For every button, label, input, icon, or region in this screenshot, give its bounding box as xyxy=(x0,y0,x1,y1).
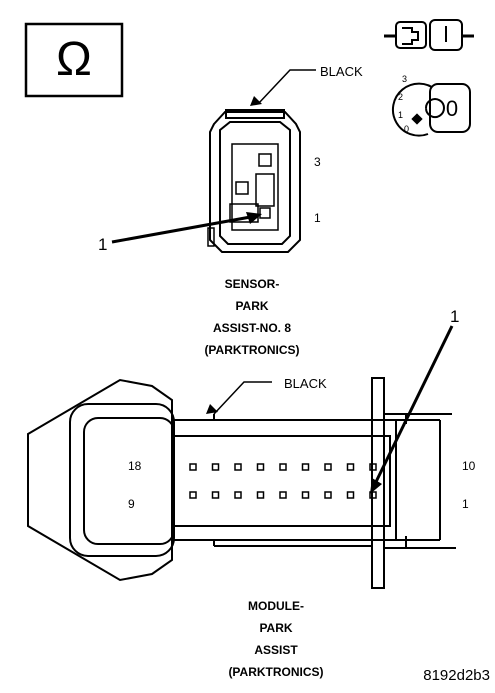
figure-id: 8192d2b3 xyxy=(423,667,490,684)
pin-cavity xyxy=(234,491,242,499)
pin-cavity xyxy=(211,491,220,499)
module-pin-18: 18 xyxy=(128,459,142,473)
ohm-symbol: Ω xyxy=(56,33,92,86)
pin-cavity xyxy=(346,463,355,471)
pin-cavity xyxy=(346,491,355,499)
arrowhead xyxy=(246,212,262,224)
sensor-connector xyxy=(207,109,301,253)
module-title-line-3: ASSIST xyxy=(254,643,298,657)
pin-cavity xyxy=(256,463,265,471)
pin-cavity xyxy=(279,463,287,471)
sensor-title-line-4: (PARKTRONICS) xyxy=(204,343,299,357)
arrowhead xyxy=(206,404,218,414)
sensor-wire-color: BLACK xyxy=(320,64,363,79)
key-position-1: 1 xyxy=(398,110,403,120)
sensor-callout: 1 xyxy=(98,235,107,254)
module-pin-1: 1 xyxy=(462,497,469,511)
pin-cavity xyxy=(211,463,220,471)
key-position-3: 3 xyxy=(402,74,407,84)
sensor-pin-3: 3 xyxy=(314,155,321,169)
connector-key-icon xyxy=(384,19,474,51)
pin-cavity xyxy=(301,491,310,499)
sensor-title-line-1: SENSOR- xyxy=(225,277,280,291)
pin-cavity xyxy=(234,463,242,471)
module-title-line-2: PARK xyxy=(259,621,292,635)
pin-cavity xyxy=(189,491,197,499)
module-title-line-4: (PARKTRONICS) xyxy=(228,665,323,679)
pin-cavity xyxy=(189,463,197,471)
pin-cavity xyxy=(369,463,377,471)
pin-cavity xyxy=(301,463,310,471)
arrowhead xyxy=(250,96,262,106)
module-pin-9: 9 xyxy=(128,497,135,511)
module-pin-10: 10 xyxy=(462,459,476,473)
key-value: 0 xyxy=(446,96,458,121)
arrowhead xyxy=(370,478,382,494)
pin-cavity xyxy=(256,491,265,499)
ohmmeter-icon xyxy=(24,22,124,98)
pin-cavity xyxy=(324,491,332,499)
sensor-pin-1: 1 xyxy=(314,211,321,225)
pin-cavity xyxy=(369,491,377,499)
key-position-2: 2 xyxy=(398,92,403,102)
module-title-line-1: MODULE- xyxy=(248,599,304,613)
module-wire-color: BLACK xyxy=(284,376,327,391)
pin-cavity xyxy=(324,463,332,471)
pin-cavity xyxy=(279,491,287,499)
module-callout: 1 xyxy=(450,307,459,326)
key-position-0: 0 xyxy=(404,124,409,134)
module-pin-cavities xyxy=(189,463,377,499)
sensor-title-line-2: PARK xyxy=(235,299,268,313)
module-connector xyxy=(27,377,456,589)
sensor-title-line-3: ASSIST-NO. 8 xyxy=(213,321,291,335)
